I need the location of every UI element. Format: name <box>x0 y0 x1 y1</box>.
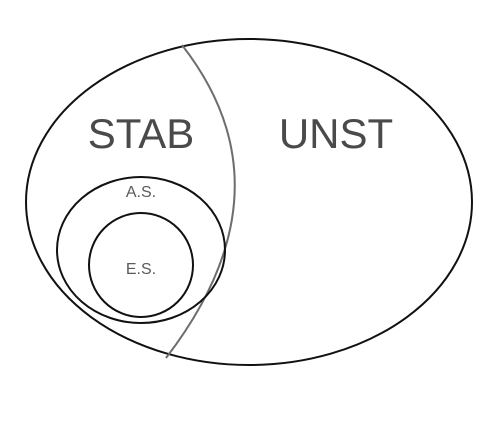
asymptotic-stability-label: A.S. <box>126 184 156 201</box>
exponential-stability-circle <box>88 212 194 318</box>
exponential-stability-label: E.S. <box>126 261 156 278</box>
unstable-label: UNST <box>279 110 393 157</box>
stable-label: STAB <box>88 110 195 157</box>
stable-unstable-boundary <box>165 44 236 359</box>
asymptotic-stability-ellipse <box>56 176 226 324</box>
universe-ellipse <box>25 38 473 366</box>
